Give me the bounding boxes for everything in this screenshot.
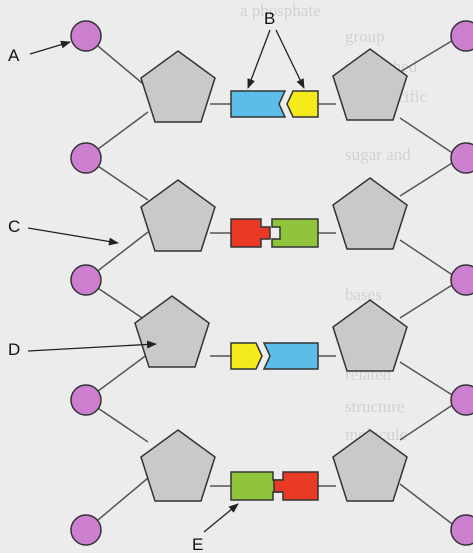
base-yellow xyxy=(286,90,319,118)
base-red xyxy=(230,218,271,248)
svg-text:a phosphate: a phosphate xyxy=(240,1,321,20)
phosphate-circle xyxy=(450,384,473,416)
arrow-d xyxy=(27,340,157,352)
base-red xyxy=(273,471,319,501)
phosphate-circle xyxy=(70,514,102,546)
label-d-group: D xyxy=(8,340,157,359)
label-b-group: B xyxy=(247,9,305,89)
bond-line xyxy=(399,483,461,531)
base-yellow xyxy=(230,342,263,370)
sugar-base-bonds xyxy=(210,103,336,487)
label-a: A xyxy=(8,46,20,65)
sugar-pentagon xyxy=(140,429,216,502)
base-pairs xyxy=(230,90,319,501)
arrow-b-right xyxy=(275,29,305,89)
base-blue xyxy=(262,342,319,370)
svg-text:group: group xyxy=(345,27,385,46)
sugar-group xyxy=(134,48,408,502)
sugar-pentagon xyxy=(140,179,216,252)
arrow-a xyxy=(29,40,71,55)
label-b: B xyxy=(264,9,275,28)
bond-line xyxy=(399,117,461,159)
phosphate-circle xyxy=(450,142,473,174)
bond-line xyxy=(399,239,461,281)
label-e: E xyxy=(192,535,203,553)
sugar-pentagon xyxy=(332,299,408,372)
bond-line xyxy=(399,157,461,197)
svg-text:structure: structure xyxy=(345,397,404,416)
base-blue xyxy=(230,90,287,118)
sugar-pentagon xyxy=(332,48,408,121)
phosphate-group xyxy=(70,20,473,546)
svg-text:sugar and: sugar and xyxy=(345,145,411,164)
bond-line xyxy=(399,361,461,401)
arrow-c xyxy=(27,227,119,246)
sugar-pentagon xyxy=(332,177,408,250)
label-a-group: A xyxy=(8,40,71,65)
sugar-pentagon xyxy=(140,50,216,123)
phosphate-circle xyxy=(70,142,102,174)
label-e-group: E xyxy=(192,503,239,553)
base-green xyxy=(271,218,319,248)
phosphate-circle xyxy=(70,20,102,52)
phosphate-circle xyxy=(450,20,473,52)
phosphate-circle xyxy=(450,264,473,296)
label-c-group: C xyxy=(8,217,119,246)
arrow-e xyxy=(203,503,239,533)
bond-line xyxy=(399,399,461,441)
arrow-b-left xyxy=(247,29,271,89)
label-c: C xyxy=(8,217,20,236)
sugar-pentagon xyxy=(332,429,408,502)
bond-line xyxy=(399,279,461,319)
phosphate-circle xyxy=(70,384,102,416)
phosphate-circle xyxy=(70,264,102,296)
phosphate-circle xyxy=(450,514,473,546)
sugar-pentagon xyxy=(134,295,210,368)
bond-line xyxy=(399,35,461,73)
svg-text:bases: bases xyxy=(345,285,382,304)
label-d: D xyxy=(8,340,20,359)
